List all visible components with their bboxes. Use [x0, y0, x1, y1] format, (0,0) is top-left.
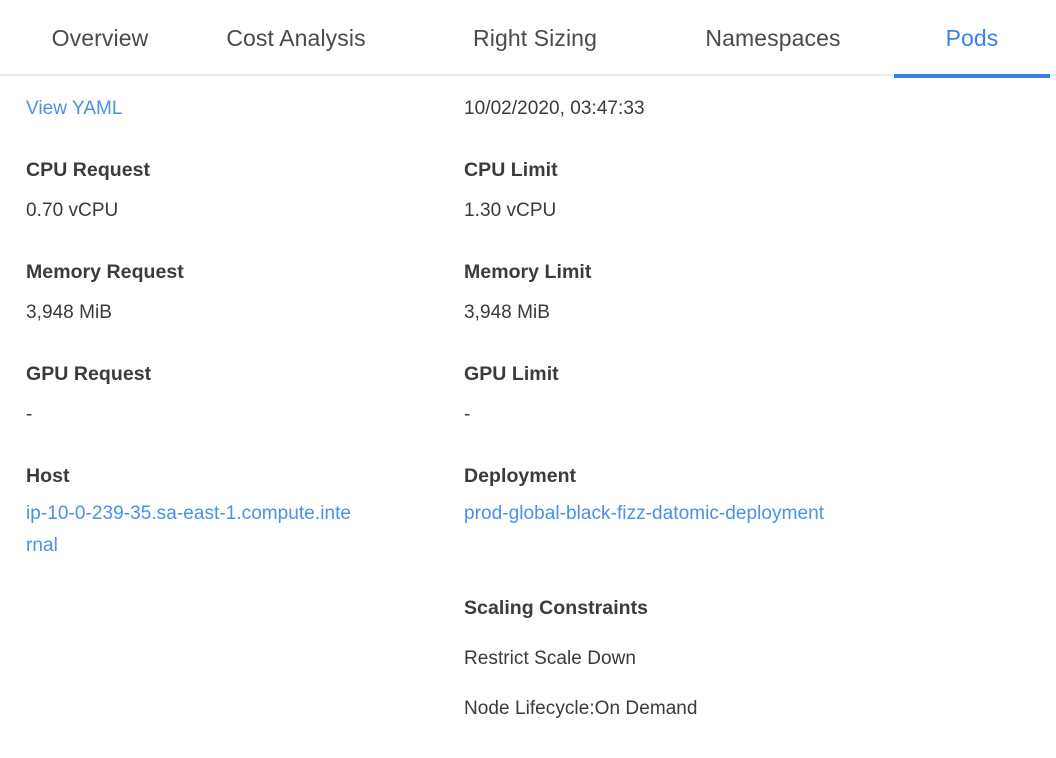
tab-right-sizing[interactable]: Right Sizing	[440, 0, 630, 76]
tab-bar: Overview Cost Analysis Right Sizing Name…	[0, 0, 1056, 78]
field-memory-request: Memory Request 3,948 MiB	[26, 260, 184, 326]
timestamp-value: 10/02/2020, 03:47:33	[464, 98, 645, 119]
field-gpu-limit: GPU Limit -	[464, 362, 559, 428]
field-label: CPU Request	[26, 159, 151, 181]
field-value: 3,948 MiB	[26, 302, 112, 323]
tab-label: Cost Analysis	[226, 24, 366, 51]
tab-cost-analysis[interactable]: Cost Analysis	[196, 0, 396, 76]
active-tab-indicator	[894, 74, 1050, 78]
view-yaml-row: View YAML	[26, 96, 123, 122]
field-value: -	[26, 404, 33, 425]
field-memory-limit: Memory Limit 3,948 MiB	[464, 260, 591, 326]
constraint-restrict-scale-down: Restrict Scale Down	[464, 648, 637, 669]
field-label: CPU Limit	[464, 159, 558, 181]
field-value: 1.30 vCPU	[464, 200, 557, 221]
field-label: Scaling Constraints	[464, 597, 649, 619]
field-cpu-request: CPU Request 0.70 vCPU	[26, 158, 150, 224]
tab-label: Namespaces	[705, 24, 841, 51]
field-value: 3,948 MiB	[464, 302, 550, 323]
field-label: Deployment	[464, 465, 577, 487]
tab-pods[interactable]: Pods	[894, 0, 1050, 78]
field-label: Host	[26, 465, 70, 487]
deployment-link[interactable]: prod-global-black-fizz-datomic-deploymen…	[464, 503, 825, 524]
constraint-node-lifecycle: Node Lifecycle:On Demand	[464, 698, 698, 719]
tab-label: Overview	[51, 24, 149, 51]
field-gpu-request: GPU Request -	[26, 362, 151, 428]
field-value: -	[464, 404, 471, 425]
field-scaling-constraints: Scaling Constraints Restrict Scale Down …	[464, 596, 698, 722]
view-yaml-link[interactable]: View YAML	[26, 98, 123, 119]
field-label: GPU Limit	[464, 363, 559, 385]
field-cpu-limit: CPU Limit 1.30 vCPU	[464, 158, 558, 224]
field-label: Memory Limit	[464, 261, 592, 283]
tab-namespaces[interactable]: Namespaces	[678, 0, 868, 76]
tab-label: Right Sizing	[473, 24, 597, 51]
tab-label: Pods	[945, 24, 999, 51]
field-deployment: Deployment prod-global-black-fizz-datomi…	[464, 464, 842, 530]
field-value: 0.70 vCPU	[26, 200, 119, 221]
field-label: GPU Request	[26, 363, 152, 385]
field-label: Memory Request	[26, 261, 184, 283]
field-timestamp: 10/02/2020, 03:47:33	[464, 96, 645, 122]
tab-overview[interactable]: Overview	[0, 0, 200, 76]
host-link[interactable]: ip-10-0-239-35.sa-east-1.compute.interna…	[26, 503, 352, 556]
field-host: Host ip-10-0-239-35.sa-east-1.compute.in…	[26, 464, 356, 562]
